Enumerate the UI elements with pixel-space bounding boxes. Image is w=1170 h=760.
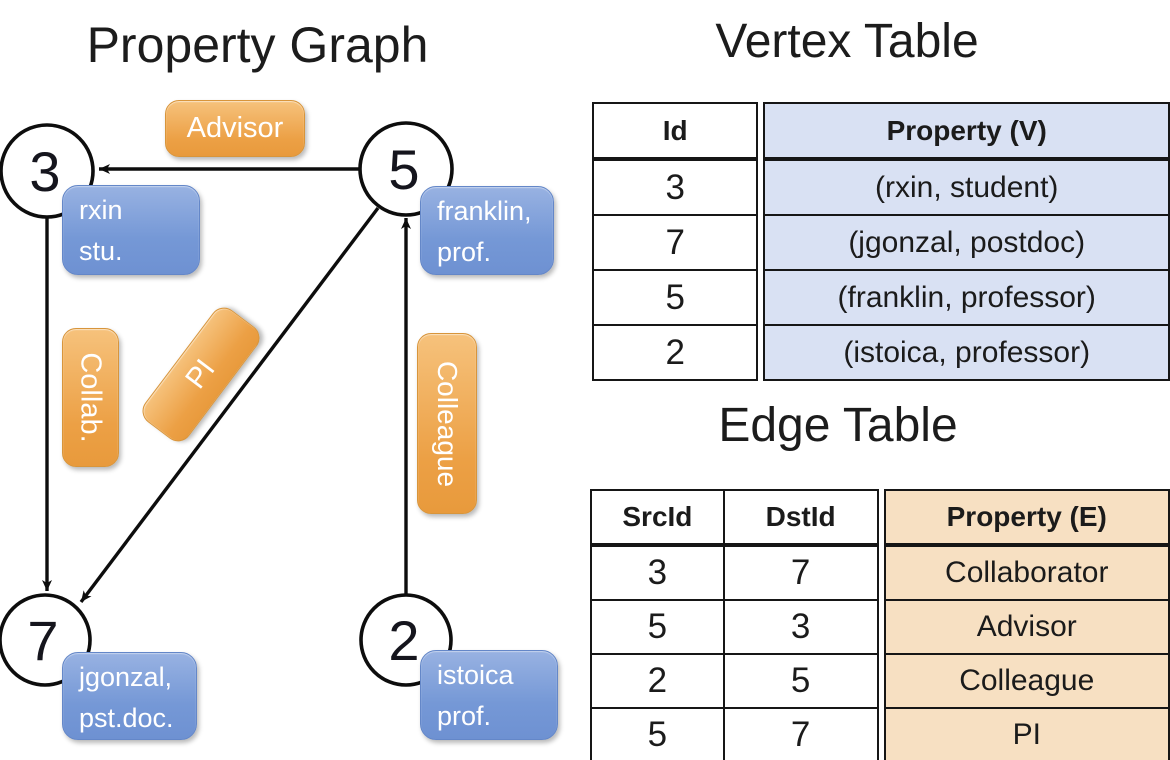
edge-label-collab: Collab.: [62, 328, 119, 467]
edge-label-advisor: Advisor: [165, 100, 305, 157]
table-cell: 7: [722, 707, 879, 760]
edge-label-advisor-text: Advisor: [186, 112, 284, 144]
edge-table-title: Edge Table: [718, 399, 958, 452]
vertex-label-7-line2: pst.doc.: [79, 703, 174, 733]
edge-table-id-columns: SrcId DstId 3 7 5 3 2 5 5 7: [590, 489, 879, 760]
table-cell: Colleague: [883, 653, 1170, 709]
node-id-5: 5: [388, 138, 419, 201]
vertex-table-id-column: Id 3 7 5 2: [591, 102, 759, 381]
edge-label-pi-text: PI: [179, 353, 222, 395]
table-cell: Advisor: [883, 599, 1170, 655]
edge-label-colleague-text: Colleague: [432, 360, 464, 487]
edge-table-header-srcid: SrcId: [590, 489, 725, 547]
edge-label-collab-text: Collab.: [75, 352, 107, 443]
table-row: 3 7: [590, 544, 879, 601]
table-cell: 3: [591, 158, 759, 216]
table-row: 5 7: [590, 707, 879, 760]
vertex-label-3: rxin stu.: [62, 185, 200, 275]
table-row: 5 3: [590, 599, 879, 655]
table-cell: 5: [722, 653, 879, 709]
vertex-label-5-line2: prof.: [437, 237, 492, 267]
vertex-table-header-property: Property (V): [763, 102, 1170, 161]
table-cell: 5: [590, 707, 725, 760]
table-cell: (rxin, student): [763, 158, 1170, 216]
table-cell: PI: [883, 707, 1170, 760]
vertex-label-2-line2: prof.: [437, 701, 492, 731]
vertex-label-2-line1: istoica: [437, 660, 514, 690]
table-row: Advisor: [883, 599, 1170, 655]
table-cell: 7: [591, 214, 759, 271]
vertex-label-5-line1: franklin,: [437, 196, 532, 226]
table-row: Colleague: [883, 653, 1170, 709]
table-cell: (jgonzal, postdoc): [763, 214, 1170, 271]
property-graph-title: Property Graph: [86, 17, 429, 73]
table-row: 3: [591, 158, 759, 216]
table-cell: 5: [590, 599, 725, 655]
table-row: 2: [591, 324, 759, 381]
table-cell: Collaborator: [883, 544, 1170, 601]
table-row: (jgonzal, postdoc): [763, 214, 1170, 271]
edge-line-pi-5-7: [79, 206, 380, 604]
table-cell: 2: [591, 324, 759, 381]
vertex-label-3-line1: rxin: [79, 195, 123, 225]
table-row: Id: [591, 102, 759, 161]
table-row: Property (E): [883, 489, 1170, 547]
table-row: 5: [591, 269, 759, 326]
vertex-label-7: jgonzal, pst.doc.: [62, 652, 197, 740]
table-row: Collaborator: [883, 544, 1170, 601]
node-id-7: 7: [27, 609, 58, 672]
table-cell: 3: [590, 544, 725, 601]
property-graph-figure: 3 5 7 2: [0, 121, 454, 687]
table-row: PI: [883, 707, 1170, 760]
node-id-3: 3: [29, 140, 60, 203]
edge-table: SrcId DstId 3 7 5 3 2 5 5 7 Property (E): [590, 489, 1170, 760]
table-row: Property (V): [763, 102, 1170, 161]
table-row: (rxin, student): [763, 158, 1170, 216]
vertex-table-property-column: Property (V) (rxin, student) (jgonzal, p…: [763, 102, 1170, 381]
table-row: SrcId DstId: [590, 489, 879, 547]
node-id-2: 2: [388, 609, 419, 672]
table-row: (istoica, professor): [763, 324, 1170, 381]
edge-table-header-dstid: DstId: [722, 489, 879, 547]
table-row: (franklin, professor): [763, 269, 1170, 326]
table-row: 7: [591, 214, 759, 271]
table-row: 2 5: [590, 653, 879, 709]
vertex-label-5: franklin, prof.: [420, 186, 554, 275]
edge-table-property-column: Property (E) Collaborator Advisor Collea…: [883, 489, 1170, 760]
edge-label-colleague: Colleague: [417, 333, 477, 514]
edge-table-header-property: Property (E): [883, 489, 1170, 547]
table-cell: 2: [590, 653, 725, 709]
vertex-label-2: istoica prof.: [420, 650, 558, 740]
table-cell: 3: [722, 599, 879, 655]
vertex-label-7-line1: jgonzal,: [79, 662, 173, 692]
table-cell: (istoica, professor): [763, 324, 1170, 381]
table-cell: 5: [591, 269, 759, 326]
vertex-table-title: Vertex Table: [715, 15, 979, 68]
table-cell: 7: [722, 544, 879, 601]
vertex-label-3-line2: stu.: [79, 236, 123, 266]
vertex-table: Id 3 7 5 2 Property (V) (rxin, student) …: [591, 102, 1170, 381]
vertex-table-header-id: Id: [591, 102, 759, 161]
table-cell: (franklin, professor): [763, 269, 1170, 326]
